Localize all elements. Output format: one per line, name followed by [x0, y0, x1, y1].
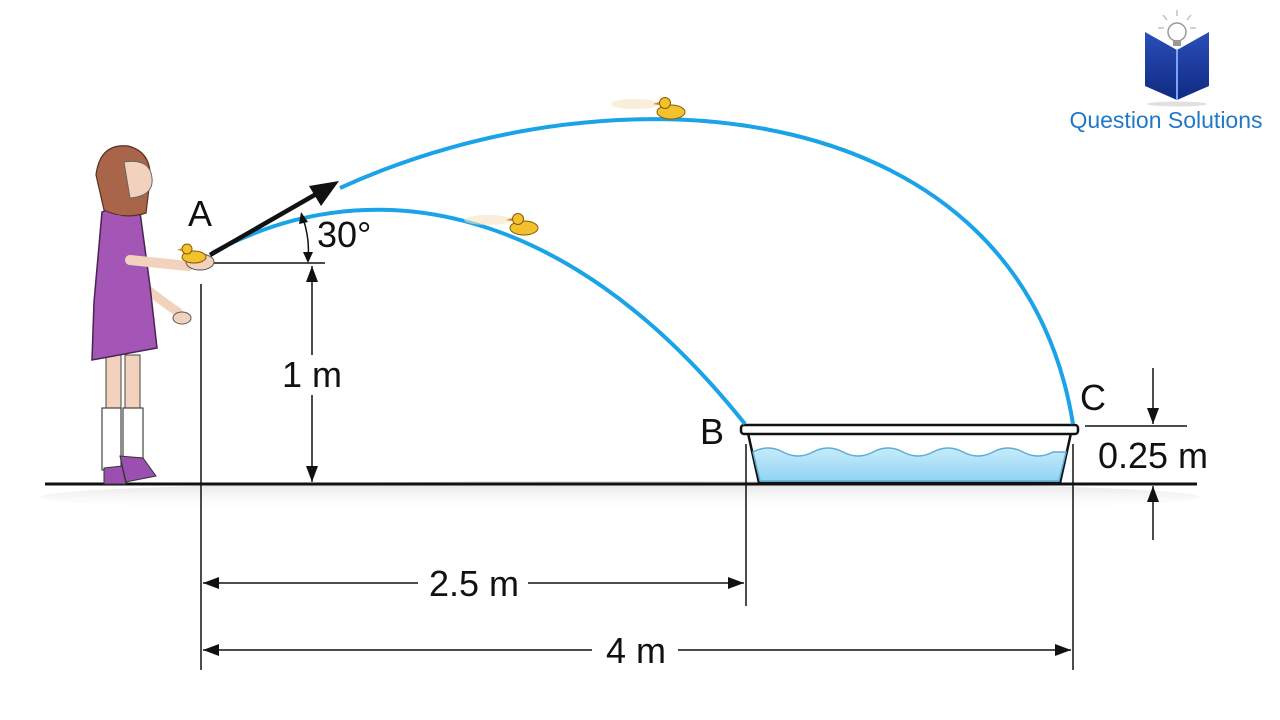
trajectory-to-c: [339, 117, 1075, 425]
brand-name: Question Solutions: [1069, 107, 1262, 133]
book-lightbulb-logo: [1145, 10, 1209, 107]
pool-height-label: 0.25 m: [1098, 435, 1208, 476]
height-label: 1 m: [282, 354, 342, 395]
pool-rim: [739, 423, 1080, 436]
velocity-arrowhead: [309, 181, 339, 206]
dist-c-label: 4 m: [606, 630, 666, 671]
rubber-duck-icon: [611, 97, 686, 120]
dist-b-label: 2.5 m: [429, 563, 519, 604]
water: [752, 447, 1067, 482]
pool: [739, 423, 1080, 485]
point-b-label: B: [700, 411, 724, 452]
girl-throwing-icon: [91, 145, 215, 485]
point-c-label: C: [1080, 377, 1106, 418]
angle-label: 30°: [317, 214, 371, 255]
point-a-label: A: [188, 193, 212, 234]
rubber-duck-icon: [177, 243, 207, 264]
velocity-arrow: [208, 191, 320, 257]
angle-arc: [302, 217, 310, 258]
ground-shadow: [40, 481, 1200, 513]
rubber-duck-icon: [464, 213, 539, 236]
